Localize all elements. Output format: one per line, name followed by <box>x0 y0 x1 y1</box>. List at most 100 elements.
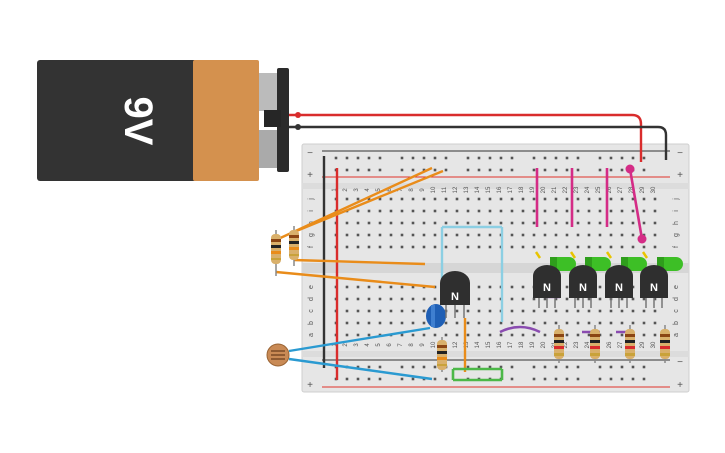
rail-hole[interactable] <box>499 168 503 172</box>
rail-hole[interactable] <box>378 365 382 369</box>
breadboard-hole[interactable] <box>444 197 448 201</box>
breadboard-hole[interactable] <box>587 333 591 337</box>
rail-hole[interactable] <box>356 365 360 369</box>
breadboard-hole[interactable] <box>411 321 415 325</box>
rail-hole[interactable] <box>554 365 558 369</box>
breadboard-hole[interactable] <box>543 333 547 337</box>
rail-hole[interactable] <box>554 377 558 381</box>
breadboard-hole[interactable] <box>510 297 514 301</box>
rail-hole[interactable] <box>631 156 635 160</box>
breadboard-hole[interactable] <box>653 309 657 313</box>
breadboard-hole[interactable] <box>466 197 470 201</box>
rail-hole[interactable] <box>620 365 624 369</box>
breadboard-hole[interactable] <box>367 209 371 213</box>
rail-hole[interactable] <box>642 365 646 369</box>
battery-lead-red[interactable] <box>289 113 643 162</box>
rail-hole[interactable] <box>642 377 646 381</box>
rail-hole[interactable] <box>444 156 448 160</box>
breadboard-hole[interactable] <box>510 321 514 325</box>
breadboard-hole[interactable] <box>411 197 415 201</box>
breadboard-hole[interactable] <box>521 245 525 249</box>
breadboard-hole[interactable] <box>389 309 393 313</box>
rail-hole[interactable] <box>400 377 404 381</box>
rail-hole[interactable] <box>422 156 426 160</box>
breadboard-hole[interactable] <box>345 333 349 337</box>
transistor-output-4[interactable]: N <box>640 265 668 308</box>
resistor-output-2[interactable] <box>590 325 600 363</box>
rail-hole[interactable] <box>367 365 371 369</box>
breadboard-hole[interactable] <box>598 245 602 249</box>
breadboard-hole[interactable] <box>510 221 514 225</box>
rail-hole[interactable] <box>488 365 492 369</box>
breadboard-hole[interactable] <box>631 297 635 301</box>
breadboard-hole[interactable] <box>532 221 536 225</box>
transistor-main[interactable]: N <box>440 271 470 318</box>
rail-hole[interactable] <box>345 168 349 172</box>
breadboard-hole[interactable] <box>378 297 382 301</box>
breadboard-hole[interactable] <box>389 297 393 301</box>
breadboard-hole[interactable] <box>532 297 536 301</box>
breadboard-hole[interactable] <box>356 297 360 301</box>
rail-hole[interactable] <box>631 365 635 369</box>
rail-hole[interactable] <box>543 156 547 160</box>
resistor-output-3[interactable] <box>625 325 635 363</box>
rail-hole[interactable] <box>510 156 514 160</box>
rail-hole[interactable] <box>356 168 360 172</box>
wire-orange-4[interactable] <box>293 258 426 266</box>
breadboard-hole[interactable] <box>488 333 492 337</box>
breadboard-hole[interactable] <box>422 309 426 313</box>
breadboard-hole[interactable] <box>554 221 558 225</box>
breadboard-hole[interactable] <box>356 321 360 325</box>
breadboard-hole[interactable] <box>609 233 613 237</box>
breadboard-hole[interactable] <box>576 309 580 313</box>
breadboard-hole[interactable] <box>477 285 481 289</box>
breadboard-hole[interactable] <box>620 321 624 325</box>
rail-hole[interactable] <box>411 156 415 160</box>
rail-hole[interactable] <box>576 365 580 369</box>
breadboard-hole[interactable] <box>378 197 382 201</box>
breadboard-hole[interactable] <box>631 221 635 225</box>
breadboard-hole[interactable] <box>400 309 404 313</box>
rail-hole[interactable] <box>499 156 503 160</box>
breadboard-hole[interactable] <box>466 321 470 325</box>
breadboard-hole[interactable] <box>433 245 437 249</box>
breadboard-hole[interactable] <box>356 197 360 201</box>
rail-hole[interactable] <box>631 377 635 381</box>
rail-hole[interactable] <box>378 156 382 160</box>
breadboard-hole[interactable] <box>455 221 459 225</box>
breadboard-hole[interactable] <box>411 221 415 225</box>
breadboard-hole[interactable] <box>477 321 481 325</box>
capacitor[interactable] <box>426 304 446 328</box>
breadboard-hole[interactable] <box>510 333 514 337</box>
breadboard-hole[interactable] <box>576 209 580 213</box>
rail-hole[interactable] <box>554 156 558 160</box>
resistor-left-2[interactable] <box>289 226 299 266</box>
resistor-bottom[interactable] <box>437 337 447 372</box>
breadboard-hole[interactable] <box>653 245 657 249</box>
rail-hole[interactable] <box>532 365 536 369</box>
rail-hole[interactable] <box>598 377 602 381</box>
breadboard-hole[interactable] <box>477 245 481 249</box>
rail-hole[interactable] <box>598 156 602 160</box>
breadboard-hole[interactable] <box>488 197 492 201</box>
breadboard-hole[interactable] <box>389 221 393 225</box>
rail-hole[interactable] <box>433 168 437 172</box>
breadboard-hole[interactable] <box>367 285 371 289</box>
rail-hole[interactable] <box>620 156 624 160</box>
rail-hole[interactable] <box>334 156 338 160</box>
rail-hole[interactable] <box>642 168 646 172</box>
breadboard-hole[interactable] <box>609 309 613 313</box>
breadboard-hole[interactable] <box>400 209 404 213</box>
rail-hole[interactable] <box>576 377 580 381</box>
breadboard-hole[interactable] <box>466 245 470 249</box>
rail-hole[interactable] <box>345 156 349 160</box>
breadboard-hole[interactable] <box>477 209 481 213</box>
breadboard-hole[interactable] <box>345 321 349 325</box>
rail-hole[interactable] <box>510 168 514 172</box>
breadboard-hole[interactable] <box>499 333 503 337</box>
breadboard-hole[interactable] <box>378 221 382 225</box>
breadboard-hole[interactable] <box>653 297 657 301</box>
breadboard-hole[interactable] <box>400 333 404 337</box>
rail-hole[interactable] <box>444 168 448 172</box>
rail-hole[interactable] <box>565 365 569 369</box>
